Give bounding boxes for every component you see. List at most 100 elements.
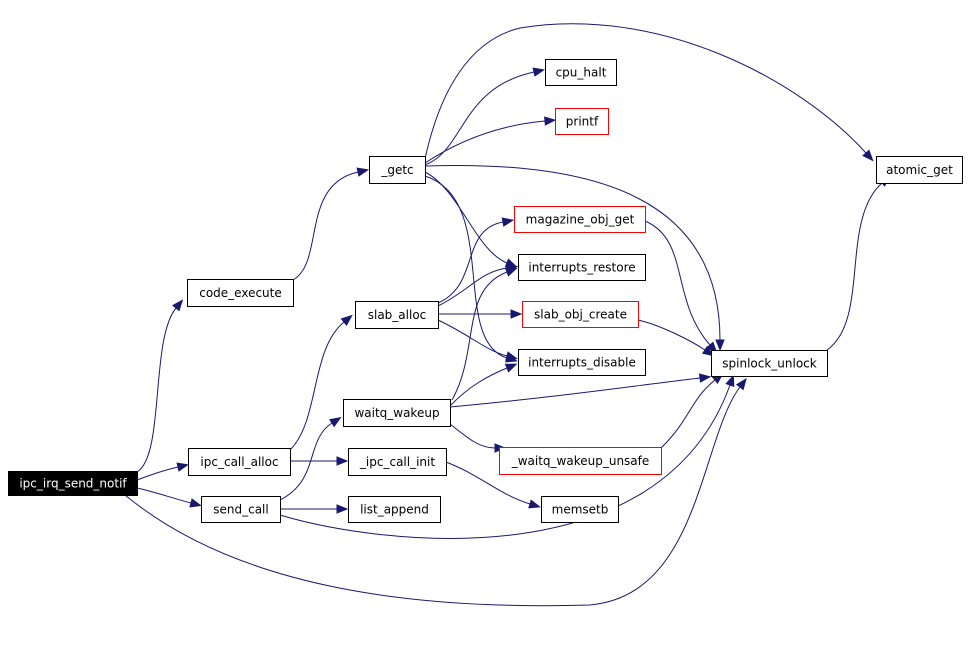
- node-label: interrupts_disable: [528, 356, 636, 370]
- edge-waitq-wakeup-unsafe-to-spinlock-unlock: [660, 372, 724, 449]
- node-box: [876, 156, 963, 184]
- node-list-append[interactable]: list_append: [348, 496, 441, 523]
- node-box: [369, 156, 426, 184]
- node-label: magazine_obj_get: [526, 213, 635, 227]
- arrowhead: [735, 377, 747, 391]
- node-memsetb[interactable]: memsetb: [541, 496, 619, 523]
- arrowhead: [329, 416, 342, 428]
- node-label: slab_alloc: [368, 308, 427, 322]
- arrowhead: [172, 299, 184, 312]
- node-label: list_append: [360, 503, 429, 517]
- node-spinlock-unlock[interactable]: spinlock_unlock: [711, 350, 828, 377]
- edge-getc-to-printf: [424, 116, 557, 164]
- arrowhead: [176, 462, 190, 472]
- edge-getc-to-atomic-get: [424, 23, 874, 162]
- edge-getc-to-spinlock-unlock: [424, 164, 725, 352]
- node-code-execute[interactable]: code_execute: [187, 279, 294, 307]
- edge-ipc-irq-send-notif-to-code-execute: [136, 299, 184, 473]
- node-box: [518, 254, 646, 281]
- arrowhead: [340, 314, 353, 326]
- edge-slab-alloc-to-slab-obj-create: [438, 309, 523, 319]
- node-label: _getc: [380, 163, 413, 177]
- node-ipc-call-alloc[interactable]: ipc_call_alloc: [188, 448, 291, 476]
- node-atomic-get[interactable]: atomic_get: [876, 156, 963, 184]
- node-label: send_call: [213, 503, 268, 517]
- edge-magazine-obj-get-to-spinlock-unlock: [644, 220, 718, 354]
- edges-layer: [124, 23, 891, 607]
- node-box: [343, 399, 451, 427]
- node-magazine-obj-get[interactable]: magazine_obj_get: [514, 206, 646, 233]
- node-getc[interactable]: _getc: [369, 156, 426, 184]
- arrowhead: [504, 363, 518, 373]
- arrowhead: [501, 217, 515, 227]
- node-box: [514, 206, 646, 233]
- node-ipc-irq-send-notif[interactable]: ipc_irq_send_notif: [8, 471, 138, 496]
- edge-ipc-call-alloc-to-slab-alloc: [289, 314, 353, 451]
- edge-waitq-wakeup-to-spinlock-unlock: [449, 373, 712, 408]
- node-slab-alloc[interactable]: slab_alloc: [355, 301, 439, 329]
- node-send-call[interactable]: send_call: [201, 496, 281, 523]
- edge-send-call-to-spinlock-unlock: [279, 374, 735, 539]
- edge-ipc-irq-send-notif-to-ipc-call-alloc: [136, 462, 190, 481]
- node-box: [711, 350, 828, 377]
- edge-ipc-irq-send-notif-to-send-call: [136, 487, 202, 508]
- node-interrupts-restore[interactable]: interrupts_restore: [518, 254, 646, 281]
- edge-waitq-wakeup-to-interrupts-restore: [451, 267, 518, 401]
- edge-slab-alloc-to-magazine-obj-get: [437, 217, 515, 304]
- edge-spinlock-unlock-to-atomic-get: [826, 175, 891, 351]
- edge-send-call-to-waitq-wakeup: [279, 416, 342, 501]
- node-label: slab_obj_create: [534, 308, 627, 322]
- arrowhead: [336, 456, 349, 466]
- arrowhead: [532, 67, 546, 77]
- arrowhead: [701, 345, 715, 357]
- node-label: ipc_call_alloc: [200, 455, 278, 469]
- node-label: waitq_wakeup: [354, 406, 439, 420]
- node-label: _waitq_wakeup_unsafe: [511, 454, 650, 468]
- node-box: [541, 496, 619, 523]
- node-box: [348, 496, 441, 523]
- nodes-layer: ipc_irq_send_notif code_execute ipc_call_a…: [8, 59, 963, 523]
- arrowhead: [715, 339, 725, 352]
- node-box: [188, 448, 291, 476]
- edge-send-call-to-list-append: [279, 504, 349, 514]
- arrowhead: [725, 374, 735, 388]
- edge-slab-alloc-to-interrupts-restore: [437, 263, 519, 307]
- node-label: atomic_get: [886, 163, 953, 177]
- arrowhead: [356, 167, 370, 177]
- node-box: [522, 301, 639, 328]
- node-ipc-call-init[interactable]: _ipc_call_init: [348, 448, 447, 476]
- arrowhead: [862, 149, 874, 162]
- edge-ipc-irq-send-notif-to-spinlock-unlock: [124, 377, 747, 607]
- node-box: [187, 279, 294, 307]
- node-box: [545, 59, 617, 86]
- node-box: [518, 349, 646, 376]
- node-label: code_execute: [199, 286, 282, 300]
- node-waitq-wakeup-unsafe[interactable]: _waitq_wakeup_unsafe: [499, 447, 662, 475]
- edge-code-execute-to-getc: [292, 167, 370, 281]
- edge-ipc-call-alloc-to-ipc-call-init: [290, 456, 349, 466]
- node-label: ipc_irq_send_notif: [19, 477, 127, 491]
- edge-waitq-wakeup-to-waitq-wakeup-unsafe: [449, 423, 507, 453]
- node-cpu-halt[interactable]: cpu_halt: [545, 59, 617, 86]
- node-box: [348, 448, 447, 476]
- arrowhead: [544, 116, 557, 126]
- arrowhead: [504, 267, 518, 277]
- edge-waitq-wakeup-to-interrupts-disable: [449, 363, 518, 407]
- arrowhead: [528, 499, 541, 509]
- arrowhead: [189, 498, 202, 508]
- node-slab-obj-create[interactable]: slab_obj_create: [522, 301, 639, 328]
- node-box: [555, 108, 609, 135]
- edge-slab-alloc-to-interrupts-disable: [437, 319, 518, 361]
- node-interrupts-disable[interactable]: interrupts_disable: [518, 349, 646, 376]
- node-label: memsetb: [552, 503, 609, 517]
- node-label: cpu_halt: [556, 66, 607, 80]
- node-box: [355, 301, 439, 329]
- arrowhead: [510, 309, 523, 319]
- node-box: [8, 471, 138, 496]
- arrowhead: [336, 504, 349, 514]
- node-label: interrupts_restore: [528, 261, 635, 275]
- node-printf[interactable]: printf: [555, 108, 609, 135]
- node-waitq-wakeup[interactable]: waitq_wakeup: [343, 399, 451, 427]
- edge-slab-obj-create-to-spinlock-unlock: [637, 319, 715, 357]
- node-label: _ipc_call_init: [359, 455, 435, 469]
